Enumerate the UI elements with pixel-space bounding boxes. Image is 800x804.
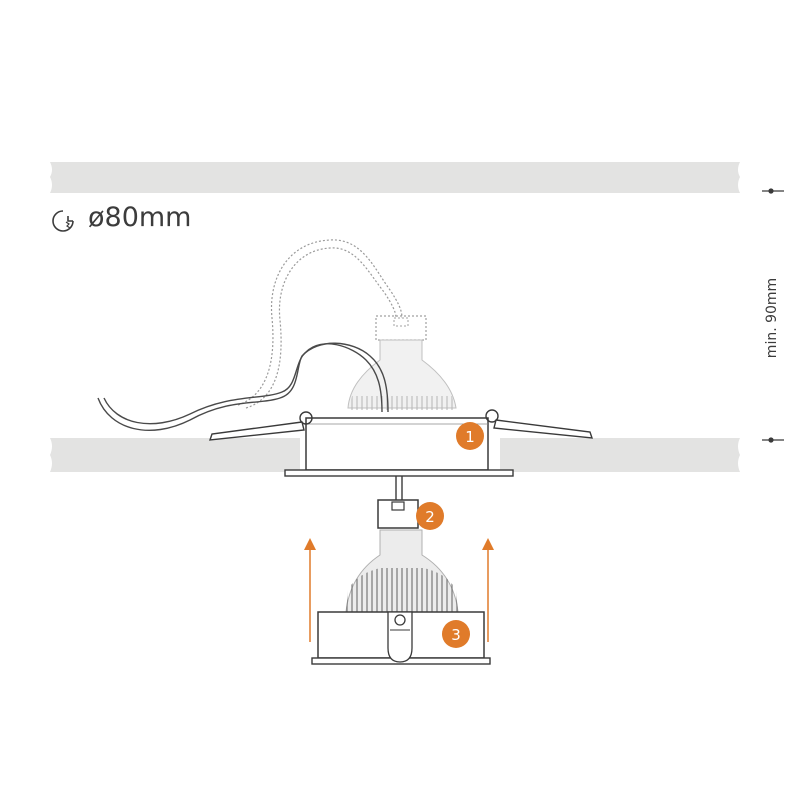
top-ceiling-slab <box>50 162 740 193</box>
housing-frame <box>284 417 514 477</box>
svg-text:1: 1 <box>465 428 475 446</box>
step-badge-2: 2 <box>416 502 444 530</box>
cutout-diameter-label: ø80mm <box>88 202 192 233</box>
svg-text:2: 2 <box>425 508 435 526</box>
right-spring-clip <box>485 409 594 439</box>
ghost-lamp <box>347 315 457 410</box>
left-spring-clip <box>208 411 313 441</box>
depth-dimension <box>762 188 784 443</box>
ghost-cable <box>237 239 403 409</box>
min-depth-text: min. 90mm <box>764 277 780 359</box>
led-lamp <box>345 529 459 613</box>
lamp-connector <box>377 476 419 529</box>
mains-cable <box>97 342 389 432</box>
min-depth-label: min. 90mm <box>752 272 792 364</box>
hole-saw-icon <box>50 208 76 234</box>
svg-text:3: 3 <box>451 626 461 644</box>
step-badge-1: 1 <box>456 422 484 450</box>
bottom-ceiling-slab <box>50 438 740 472</box>
step-badge-3: 3 <box>442 620 470 648</box>
